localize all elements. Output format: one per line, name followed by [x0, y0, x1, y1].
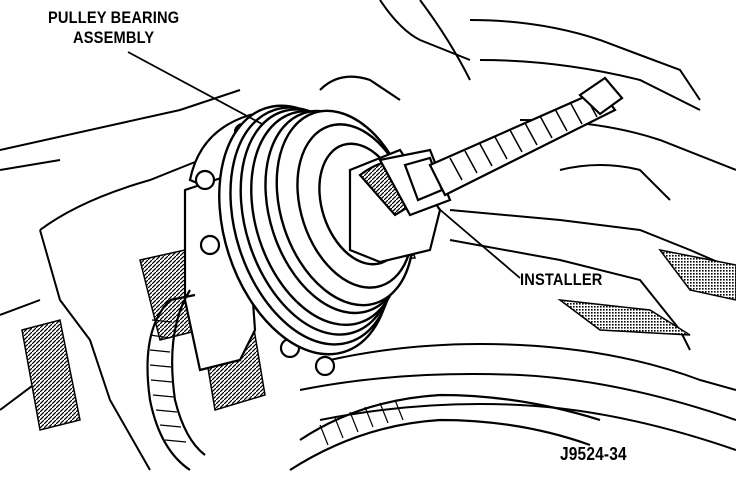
installer-tool — [348, 76, 624, 264]
leader-lines — [127, 51, 521, 279]
hoses — [146, 75, 601, 471]
pulley-leader-line — [127, 51, 263, 125]
installer-leader-line — [437, 207, 521, 279]
installer-label: INSTALLER — [520, 270, 603, 289]
pulley-label-line2: ASSEMBLY — [73, 28, 155, 47]
figure-id: J9524-34 — [560, 444, 627, 464]
pulley-label-line1: PULLEY BEARING — [48, 8, 180, 27]
hose-ribs — [149, 319, 404, 446]
pulley-bearing-assembly-label: PULLEY BEARING ASSEMBLY — [48, 8, 179, 48]
